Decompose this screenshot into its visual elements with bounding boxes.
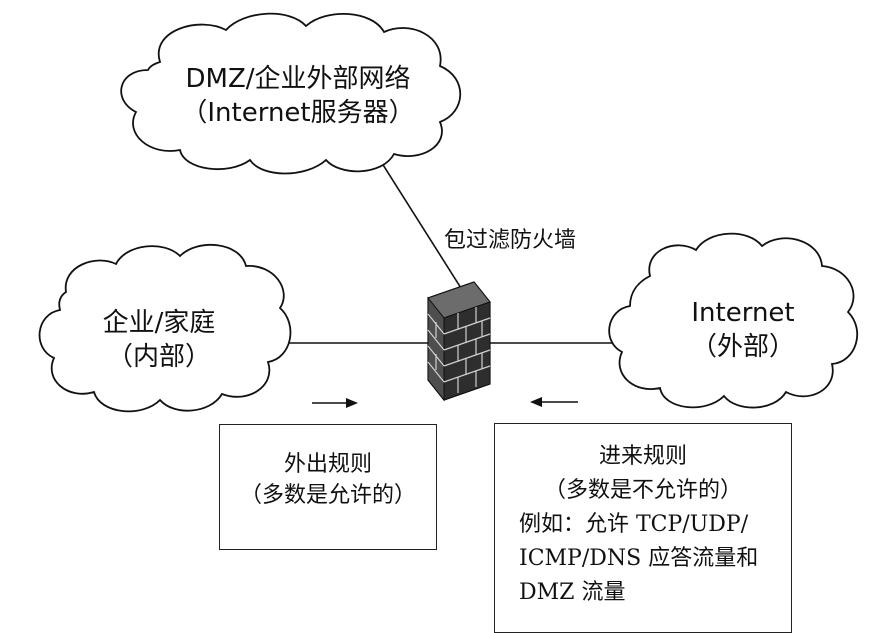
inbound-rules-title: 进来规则: [598, 444, 687, 469]
outbound-rules-title: 外出规则: [283, 452, 372, 477]
corporate-subtitle: （内部）: [106, 342, 211, 373]
dmz-cloud-shape: [120, 12, 462, 175]
inbound-rules-detail-2: ICMP/DNS 应答流量和: [519, 546, 759, 572]
dmz-title: DMZ/企业外部网络: [185, 64, 411, 94]
internet-subtitle: （外部）: [690, 332, 795, 363]
corporate-title: 企业/家庭: [102, 308, 216, 338]
outbound-arrow: [312, 398, 358, 408]
brick-firewall-icon: [427, 281, 491, 402]
dmz-to-firewall-link: [379, 159, 467, 297]
inbound-rules-box: 进来规则 （多数是不允许的） 例如：允许 TCP/UDP/ ICMP/DNS 应…: [494, 423, 792, 633]
outbound-rules-box: 外出规则 （多数是允许的）: [219, 424, 437, 550]
dmz-cloud-label: DMZ/企业外部网络 （Internet服务器）: [150, 62, 446, 131]
dmz-subtitle: （Internet服务器）: [181, 98, 415, 129]
firewall-label: 包过滤防火墙: [444, 228, 577, 253]
network-diagram: [38, 12, 858, 413]
inbound-rules-detail-3: DMZ 流量: [519, 580, 626, 606]
inbound-arrow: [530, 397, 578, 407]
internet-cloud-shape: [608, 232, 858, 409]
inbound-rules-subtitle: （多数是不允许的）: [543, 478, 742, 504]
internet-title: Internet: [691, 298, 795, 328]
inbound-rules-detail-1: 例如：允许 TCP/UDP/: [519, 512, 749, 538]
outbound-rules-subtitle: （多数是允许的）: [239, 483, 416, 509]
corporate-cloud-shape: [38, 243, 292, 413]
internet-cloud-label: Internet （外部）: [648, 296, 838, 365]
corporate-cloud-label: 企业/家庭 （内部）: [52, 306, 266, 375]
